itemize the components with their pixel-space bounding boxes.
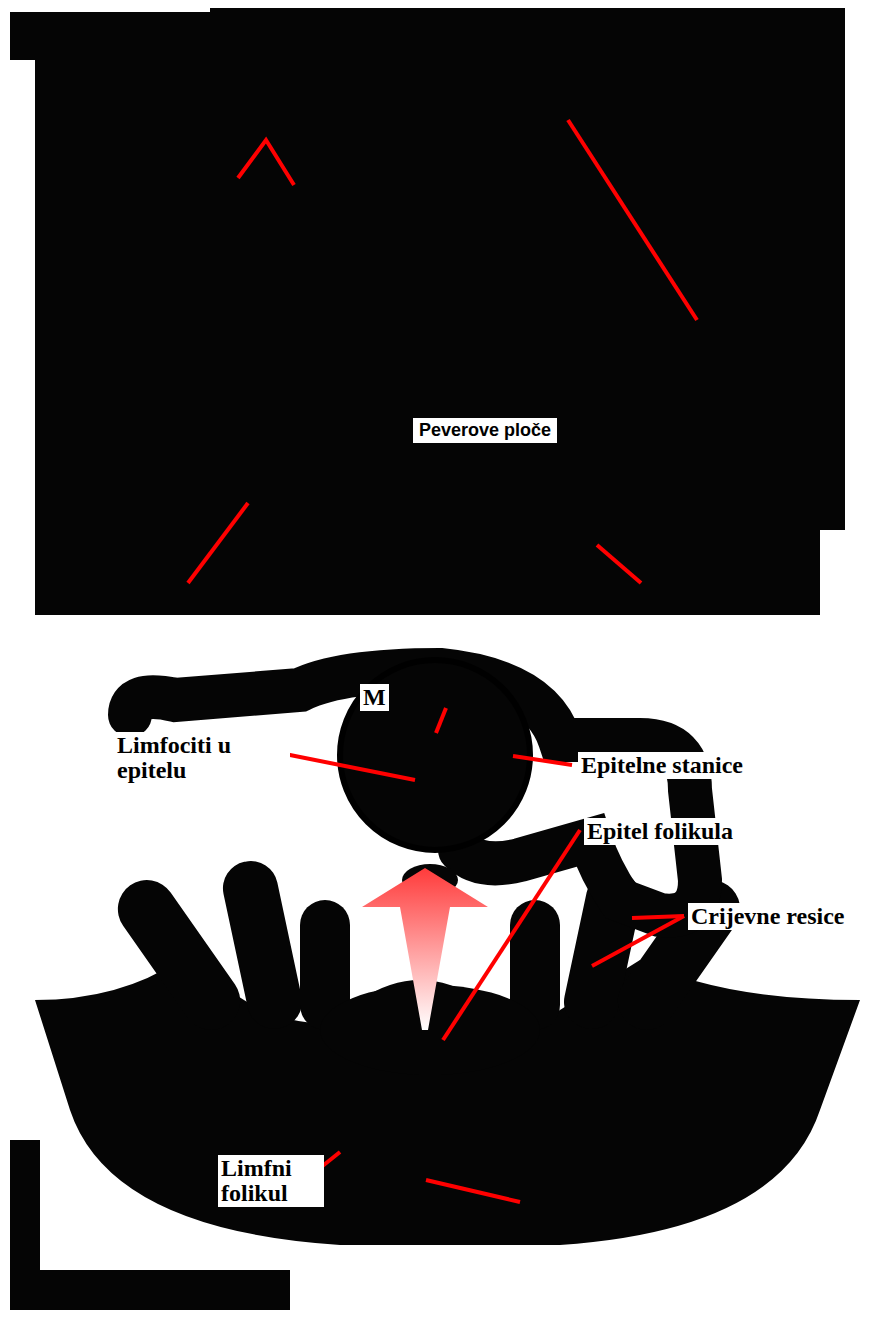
part-label: Limfni folikul	[218, 1155, 324, 1207]
part-label: M	[360, 684, 389, 711]
node-label: Peverove ploče	[419, 420, 551, 441]
villi	[106, 856, 751, 1041]
part-label: Crijevne resice	[688, 903, 847, 930]
label-box: Peverove ploče	[413, 418, 557, 443]
direction-arrow	[362, 868, 488, 1030]
magnified-circle	[340, 660, 530, 850]
part-label: Limfociti u epitelu	[114, 732, 290, 784]
leader-lines	[188, 120, 697, 1202]
part-label: Epitelne stanice	[578, 752, 746, 779]
micrograph	[10, 8, 845, 615]
intestine-wall	[35, 960, 860, 1245]
part-label: Epitel folikula	[584, 818, 736, 845]
